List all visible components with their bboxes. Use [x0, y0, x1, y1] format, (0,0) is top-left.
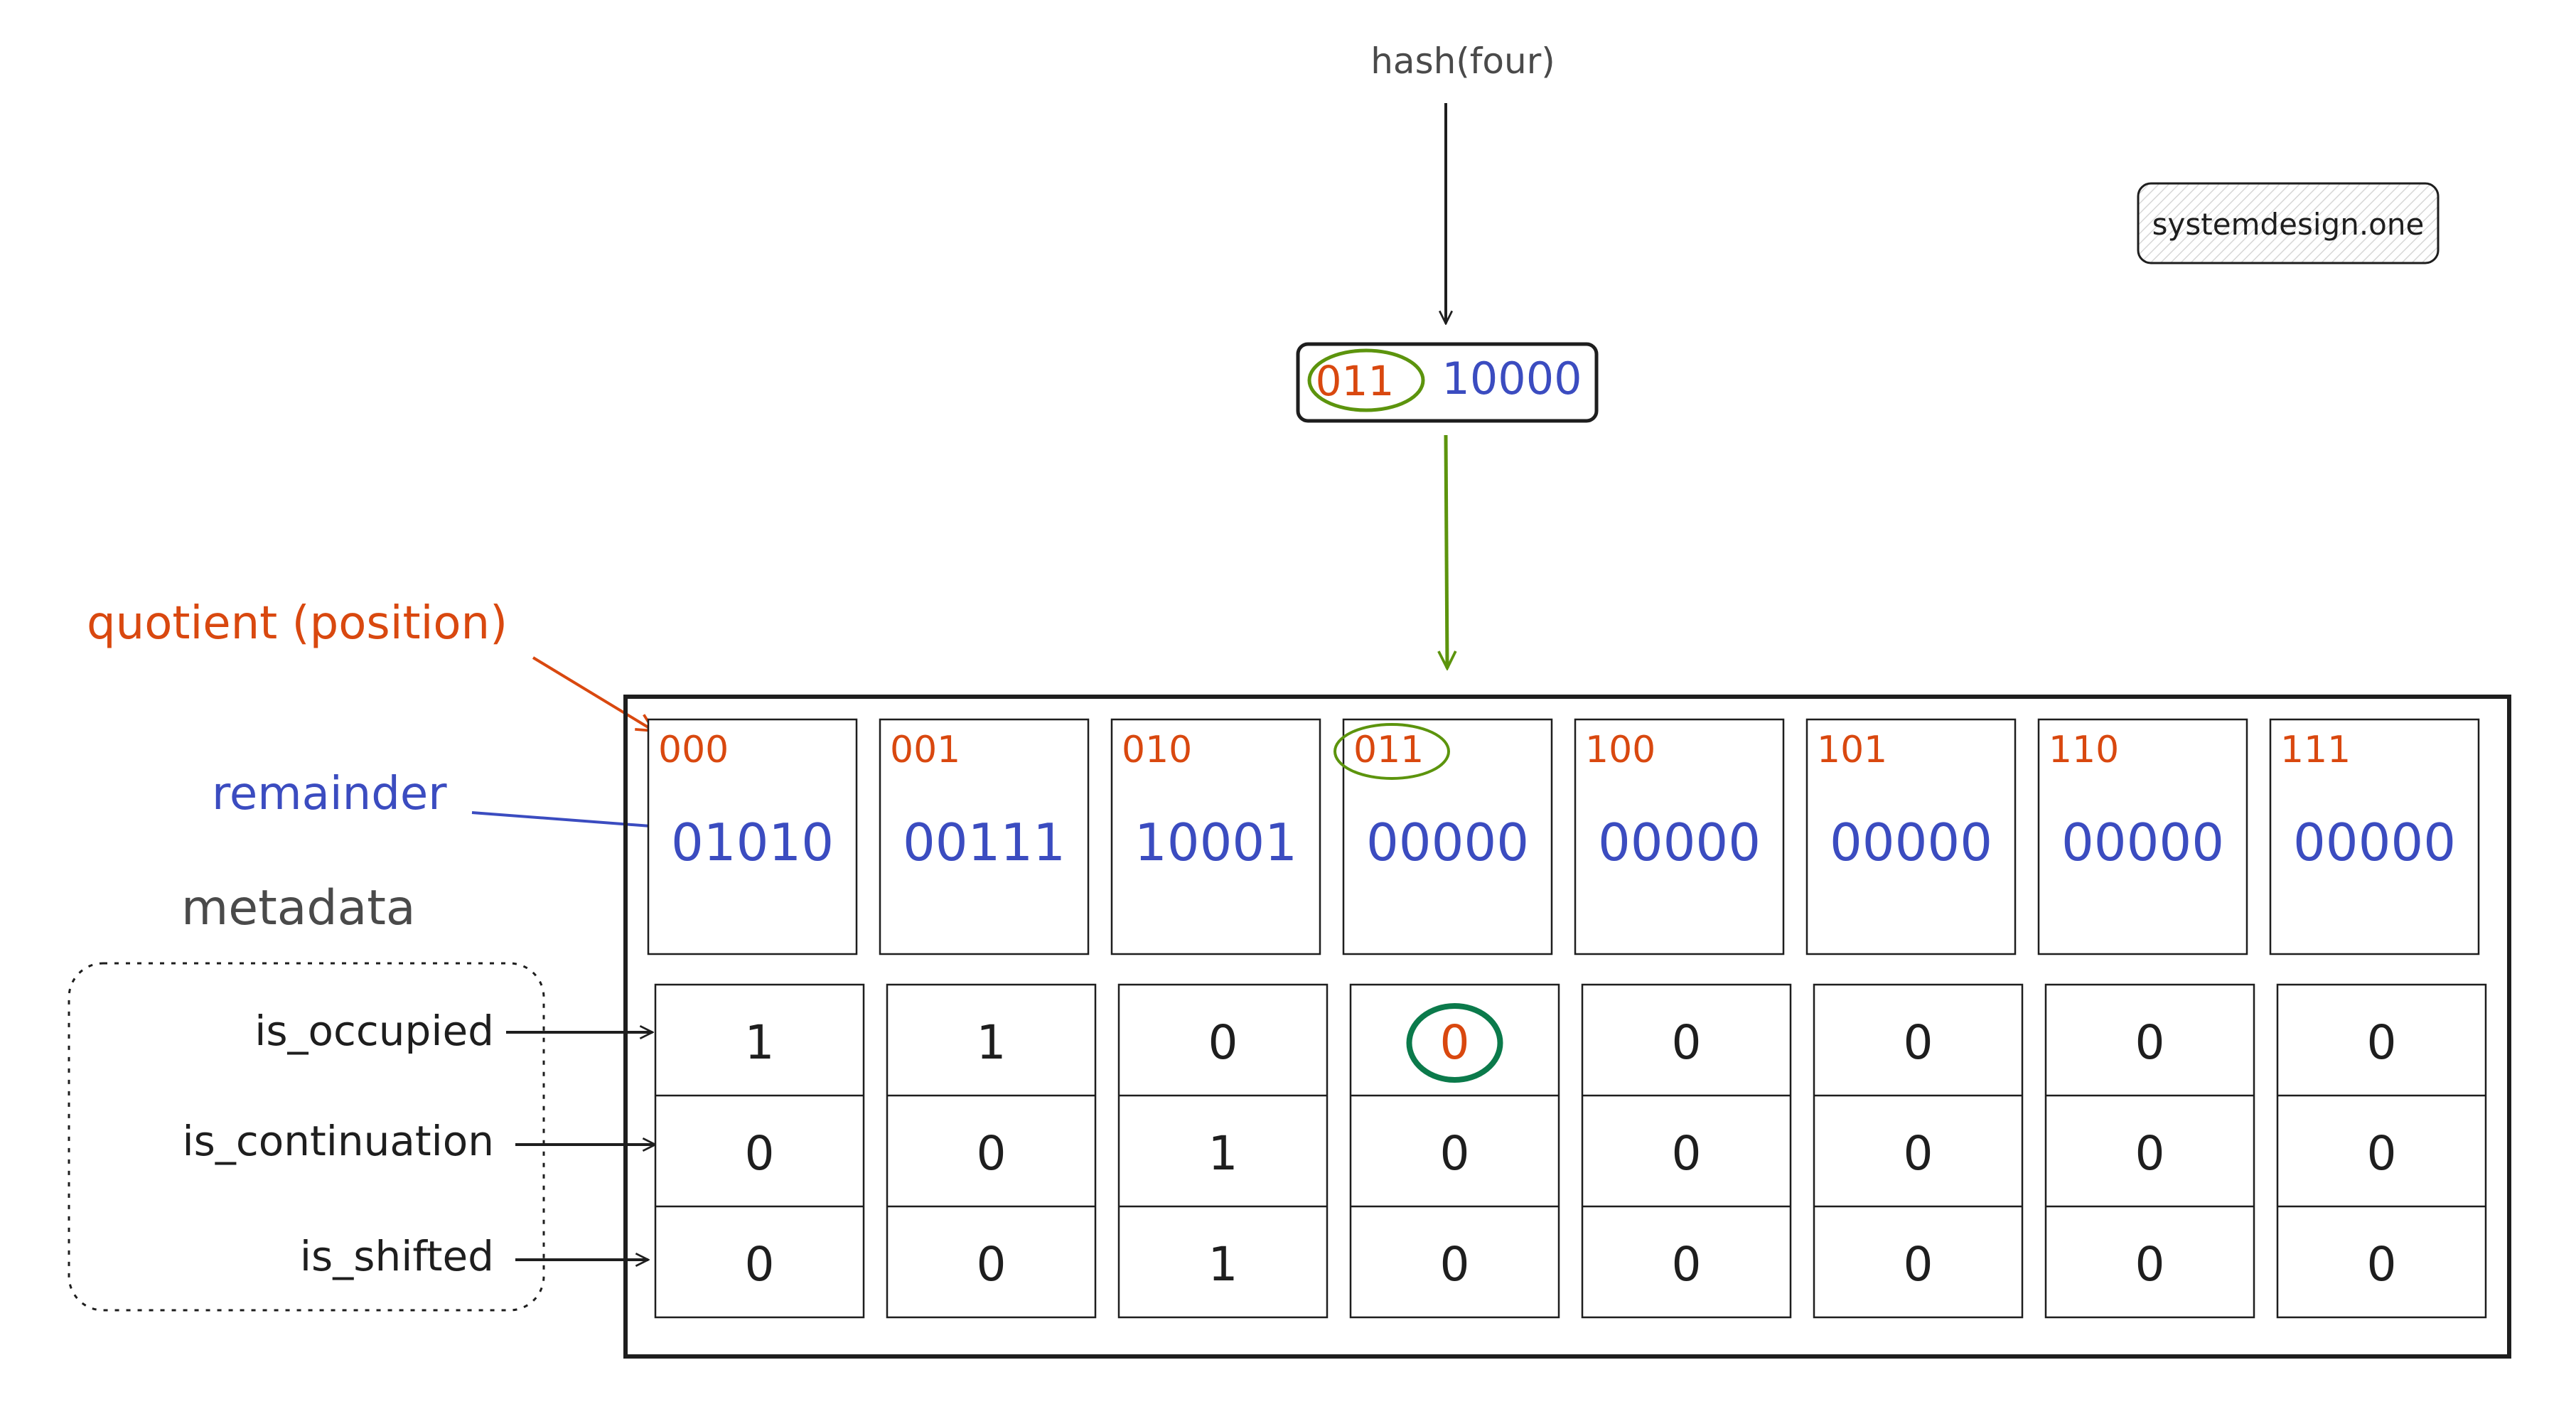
slot-is-shifted-bit: 0: [1440, 1237, 1470, 1292]
slot-is-occupied-bit: 1: [745, 1015, 775, 1070]
slot-quotient: 110: [2049, 729, 2119, 771]
metadata-cell: [654, 983, 865, 1319]
slot-quotient: 111: [2280, 729, 2351, 771]
slot-is-occupied-bit: 0: [1904, 1015, 1933, 1070]
occupied-bit-highlight-circle: [1406, 1003, 1503, 1083]
slots-group: 0000101010000100111100010100010110110000…: [647, 718, 2487, 1319]
slot-is-occupied-bit: 0: [1672, 1015, 1702, 1070]
slot-cell: [647, 718, 858, 955]
metadata-cell: [2044, 983, 2255, 1319]
slot-is-shifted-bit: 0: [1904, 1237, 1933, 1292]
slot-cell: [1110, 718, 1321, 955]
slot-is-occupied-bit: 0: [2367, 1015, 2397, 1070]
remainder-pointer: [471, 811, 679, 828]
slot-quotient-highlight-circle: [1333, 723, 1450, 780]
is-shifted-label: is_shifted: [300, 1232, 494, 1280]
slot-cell: [1574, 718, 1785, 955]
slot-is-continuation-bit: 0: [1440, 1126, 1470, 1181]
fingerprint-quotient: 011: [1316, 357, 1395, 405]
slot-cell: [2037, 718, 2248, 955]
slot-cell: [879, 718, 1090, 955]
slot-is-shifted-bit: 0: [977, 1237, 1007, 1292]
slot-remainder: 10001: [1134, 813, 1297, 872]
watermark-badge: systemdesign.one: [2137, 182, 2440, 264]
slot-remainder: 00000: [2293, 813, 2456, 872]
slot-remainder: 00000: [1598, 813, 1761, 872]
slot-is-continuation-bit: 0: [1672, 1126, 1702, 1181]
metadata-cell: [1581, 983, 1792, 1319]
slot-is-occupied-bit: 1: [977, 1015, 1007, 1070]
metadata-cell: [886, 983, 1097, 1319]
hash-label: hash(four): [1370, 41, 1555, 82]
slot-remainder: 00000: [1366, 813, 1529, 872]
slot-is-occupied-bit: 0: [2135, 1015, 2165, 1070]
slot-remainder: 00000: [2061, 813, 2224, 872]
slot-quotient: 010: [1122, 729, 1192, 771]
quotient-pointer: [532, 656, 654, 731]
slot-quotient: 101: [1817, 729, 1887, 771]
slot-is-shifted-bit: 1: [1208, 1237, 1238, 1292]
metadata-label: metadata: [181, 880, 416, 936]
slot-is-continuation-bit: 0: [745, 1126, 775, 1181]
slot-remainder: 01010: [671, 813, 834, 872]
slot-010: 010 10001 0 1 1: [1110, 718, 1329, 1319]
slot-quotient: 001: [890, 729, 960, 771]
slot-is-shifted-bit: 0: [745, 1237, 775, 1292]
is-occupied-label: is_occupied: [254, 1007, 494, 1055]
fingerprint-remainder: 10000: [1442, 353, 1582, 405]
slot-is-occupied-bit: 0: [1208, 1015, 1238, 1070]
fingerprint-quotient-circle: [1307, 348, 1425, 412]
slot-is-continuation-bit: 0: [1904, 1126, 1933, 1181]
quotient-label: quotient (position): [87, 597, 508, 650]
slot-remainder: 00000: [1830, 813, 1992, 872]
slot-remainder: 00111: [903, 813, 1066, 872]
fingerprint-box: 011 10000: [1296, 342, 1599, 423]
metadata-cell: [2276, 983, 2487, 1319]
metadata-group: [68, 962, 545, 1312]
filter-frame: [623, 695, 2511, 1359]
slot-is-continuation-bit: 0: [2135, 1126, 2165, 1181]
slot-is-continuation-bit: 1: [1208, 1126, 1238, 1181]
slot-cell: [2269, 718, 2480, 955]
slot-is-shifted-bit: 0: [1672, 1237, 1702, 1292]
slot-is-shifted-bit: 0: [2367, 1237, 2397, 1292]
slot-cell: [1805, 718, 2017, 955]
slot-is-continuation-bit: 0: [2367, 1126, 2397, 1181]
slot-arrow: [1446, 434, 1447, 668]
slot-is-occupied-bit: 0: [1440, 1015, 1470, 1070]
slot-001: 001 00111 1 0 0: [879, 718, 1097, 1319]
metadata-cell: [1813, 983, 2024, 1319]
metadata-cell: [1117, 983, 1329, 1319]
metadata-cell: [1349, 983, 1560, 1319]
slot-quotient: 100: [1585, 729, 1655, 771]
slot-quotient: 011: [1353, 729, 1424, 771]
slot-is-shifted-bit: 0: [2135, 1237, 2165, 1292]
is-continuation-label: is_continuation: [183, 1117, 494, 1165]
remainder-label: remainder: [212, 768, 447, 820]
watermark-text: systemdesign.one: [2152, 207, 2425, 242]
slot-is-continuation-bit: 0: [977, 1126, 1007, 1181]
slot-quotient: 000: [658, 729, 729, 771]
